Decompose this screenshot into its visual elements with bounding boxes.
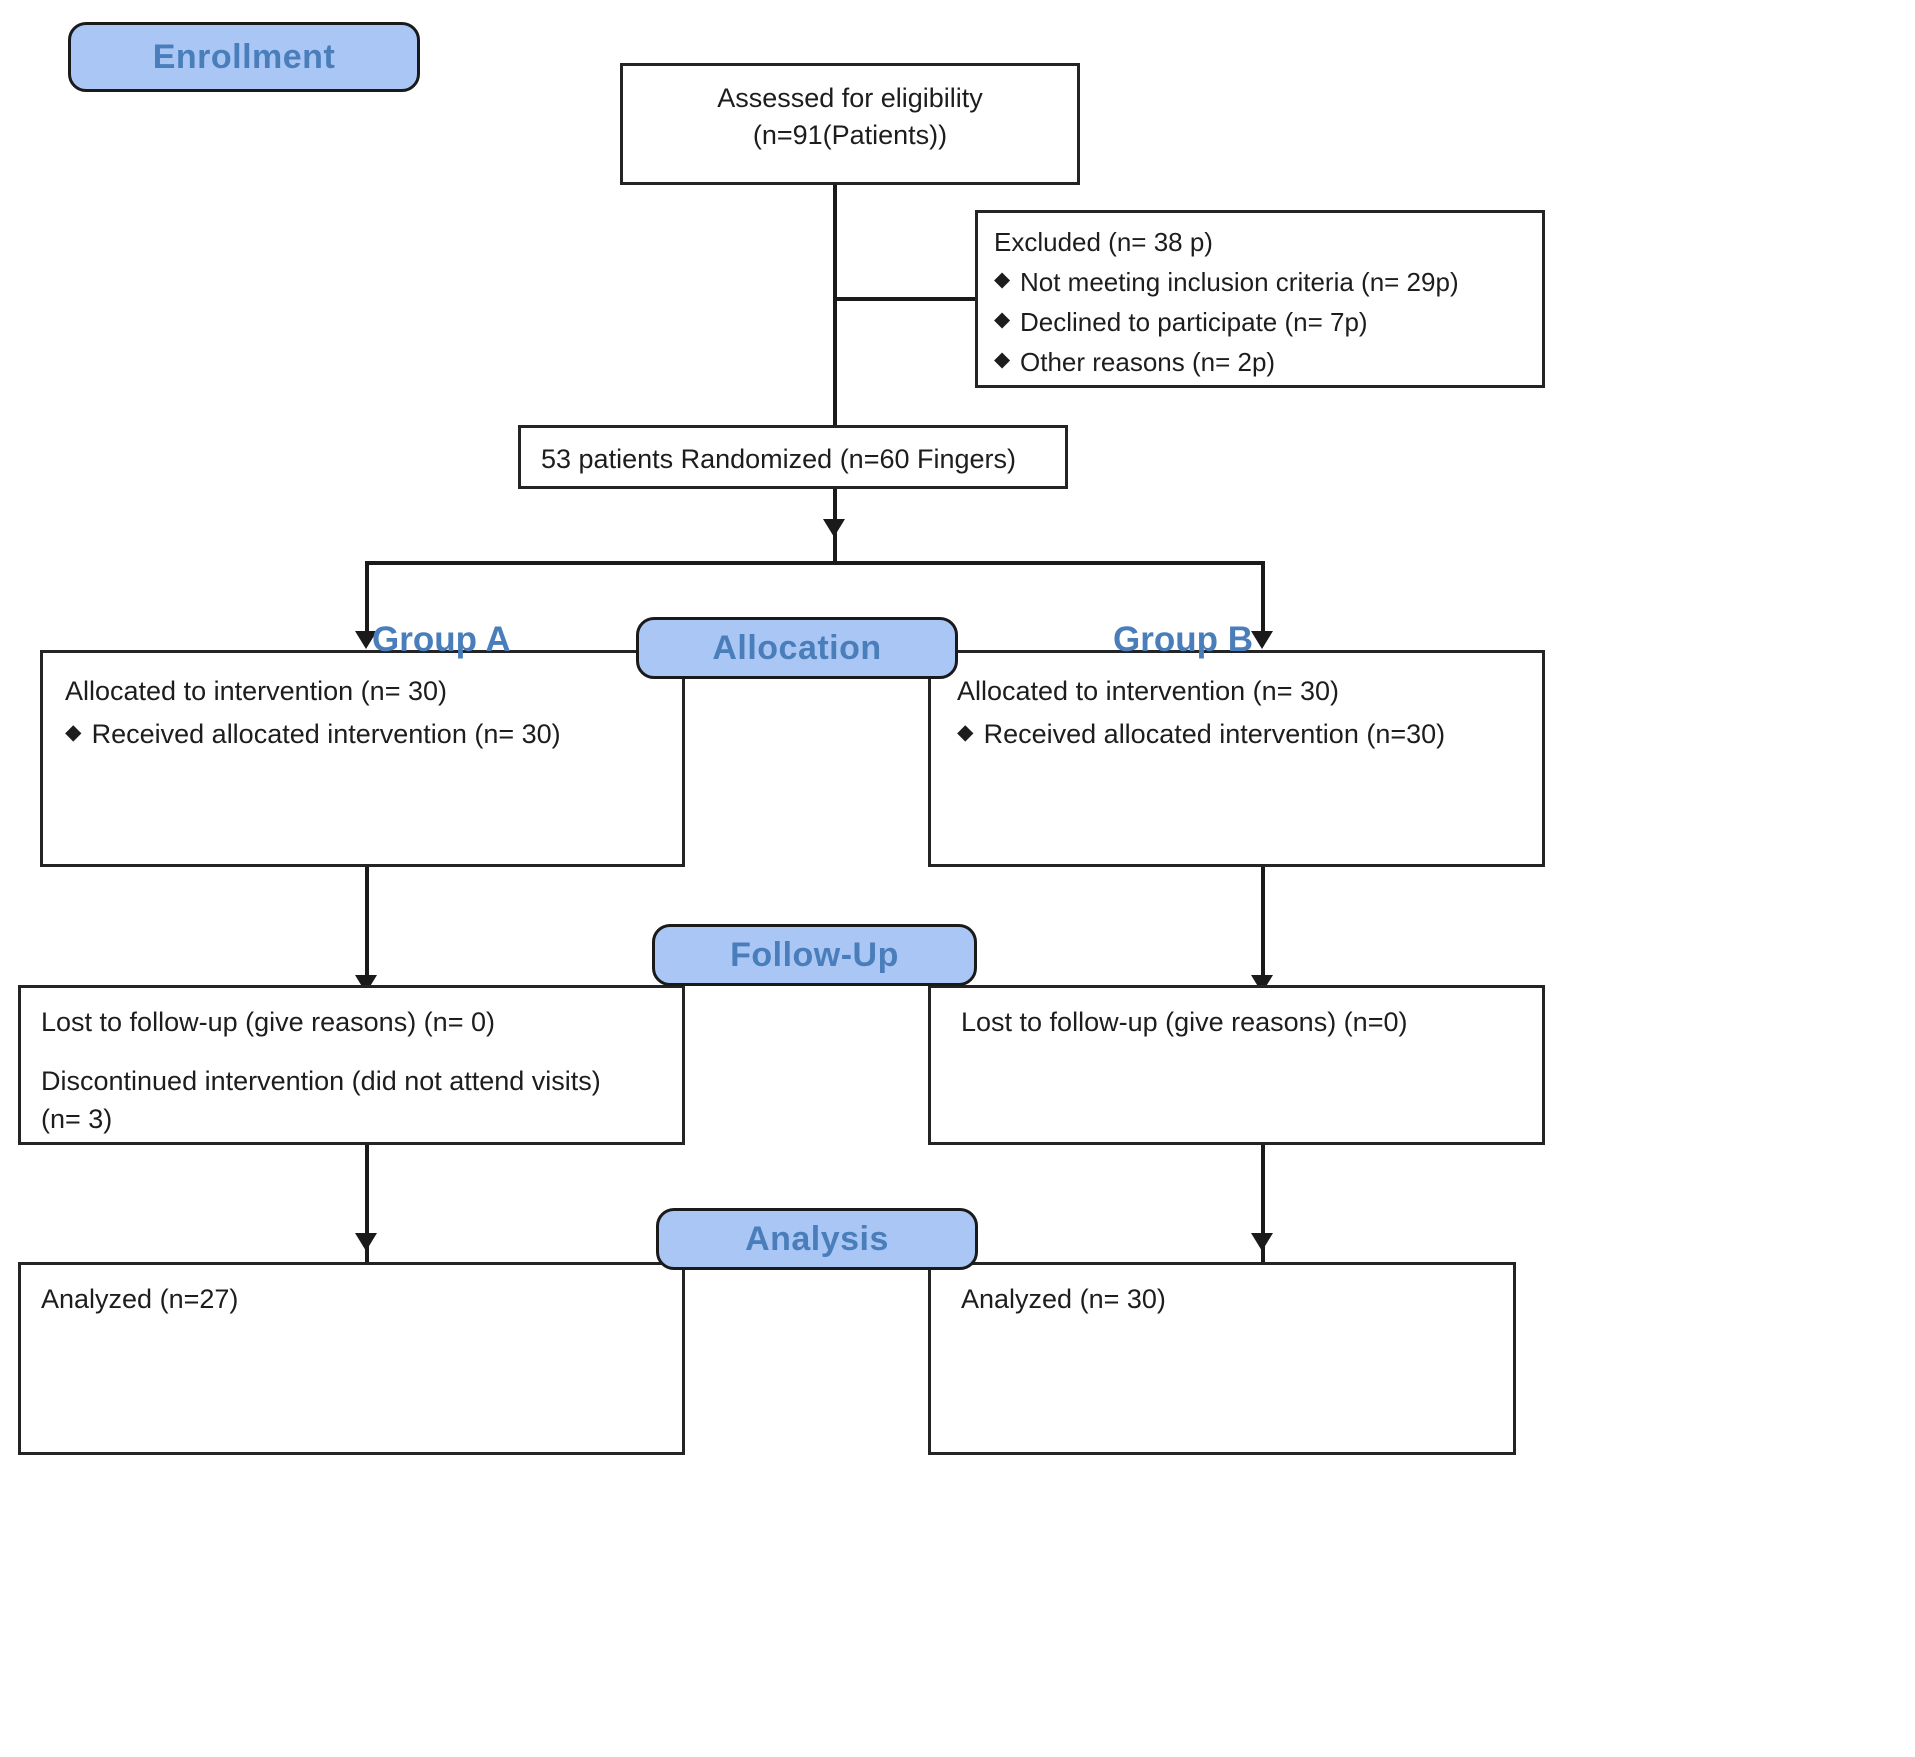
stage-banner-enrollment-label: Enrollment	[152, 37, 336, 76]
connector-split-bar	[365, 561, 1265, 565]
connector-followup-left-to-analysis	[365, 1145, 369, 1265]
allocation-left-bullet-item: ◆ Received allocated intervention (n= 30…	[65, 716, 660, 753]
assessed-line-1: Assessed for eligibility	[717, 83, 983, 113]
followup-left-discontinued-line-2: (n= 3)	[41, 1103, 113, 1134]
diamond-bullet-icon: ◆	[994, 347, 1010, 371]
box-allocation-left: Allocated to intervention (n= 30) ◆ Rece…	[40, 650, 685, 867]
box-excluded: Excluded (n= 38 p) ◆ Not meeting inclusi…	[975, 210, 1545, 388]
allocation-left-title: Allocated to intervention (n= 30)	[65, 676, 447, 706]
excluded-title: Excluded (n= 38 p)	[994, 227, 1213, 257]
excluded-reason-text: Not meeting inclusion criteria (n= 29p)	[1020, 266, 1459, 297]
stage-banner-followup: Follow-Up	[652, 924, 977, 986]
analysis-left-analyzed: Analyzed (n=27)	[41, 1284, 239, 1314]
box-allocation-right: Allocated to intervention (n= 30) ◆ Rece…	[928, 650, 1545, 867]
connector-split-left-arm	[365, 561, 369, 643]
stage-banner-allocation: Allocation	[636, 617, 958, 679]
arrowhead-into-allocation-right	[1251, 631, 1273, 649]
arrowhead-into-analysis-right	[1251, 1233, 1273, 1251]
diamond-bullet-icon: ◆	[994, 267, 1010, 291]
connector-split-right-arm	[1261, 561, 1265, 643]
randomized-text: 53 patients Randomized (n=60 Fingers)	[541, 444, 1017, 474]
analysis-right-analyzed: Analyzed (n= 30)	[961, 1284, 1166, 1314]
allocation-left-bullet-text: Received allocated intervention (n= 30)	[91, 719, 561, 750]
assessed-line-2: (n=91(Patients))	[752, 120, 948, 151]
excluded-reason-text: Other reasons (n= 2p)	[1020, 346, 1276, 377]
group-label-b: Group B	[1113, 620, 1253, 660]
group-label-a-text: Group A	[372, 620, 511, 659]
excluded-reason-item: ◆ Not meeting inclusion criteria (n= 29p…	[994, 265, 1526, 301]
arrowhead-into-analysis-left	[355, 1233, 377, 1251]
followup-left-discontinued-line-1: Discontinued intervention (did not atten…	[41, 1066, 601, 1097]
group-label-b-text: Group B	[1113, 620, 1253, 659]
connector-allocation-right-to-followup	[1261, 867, 1265, 987]
connector-followup-right-to-analysis	[1261, 1145, 1265, 1265]
followup-left-lost: Lost to follow-up (give reasons) (n= 0)	[41, 1007, 495, 1037]
diamond-bullet-icon: ◆	[994, 307, 1010, 331]
connector-allocation-left-to-followup	[365, 867, 369, 987]
box-randomized: 53 patients Randomized (n=60 Fingers)	[518, 425, 1068, 489]
diamond-bullet-icon: ◆	[65, 719, 82, 745]
connector-assessed-to-randomized	[833, 185, 837, 535]
followup-right-lost: Lost to follow-up (give reasons) (n=0)	[961, 1007, 1408, 1037]
allocation-right-bullet-text: Received allocated intervention (n=30)	[983, 719, 1446, 750]
box-followup-left: Lost to follow-up (give reasons) (n= 0) …	[18, 985, 685, 1145]
stage-banner-analysis: Analysis	[656, 1208, 978, 1270]
box-analysis-left: Analyzed (n=27)	[18, 1262, 685, 1455]
box-analysis-right: Analyzed (n= 30)	[928, 1262, 1516, 1455]
excluded-reason-text: Declined to participate (n= 7p)	[1020, 306, 1368, 337]
stage-banner-enrollment: Enrollment	[68, 22, 420, 92]
diamond-bullet-icon: ◆	[957, 719, 974, 745]
allocation-right-title: Allocated to intervention (n= 30)	[957, 676, 1339, 706]
connector-to-excluded	[833, 297, 978, 301]
excluded-reason-item: ◆ Declined to participate (n= 7p)	[994, 305, 1526, 341]
connector-randomized-down	[833, 489, 837, 561]
stage-banner-followup-label: Follow-Up	[730, 935, 899, 974]
allocation-right-bullet-item: ◆ Received allocated intervention (n=30)	[957, 716, 1516, 753]
box-followup-right: Lost to follow-up (give reasons) (n=0)	[928, 985, 1545, 1145]
excluded-reason-item: ◆ Other reasons (n= 2p)	[994, 345, 1526, 381]
stage-banner-allocation-label: Allocation	[712, 628, 882, 667]
box-assessed-for-eligibility: Assessed for eligibility (n=91(Patients)…	[620, 63, 1080, 185]
stage-banner-analysis-label: Analysis	[745, 1219, 889, 1258]
arrowhead-into-allocation-left	[355, 631, 377, 649]
group-label-a: Group A	[372, 620, 511, 660]
